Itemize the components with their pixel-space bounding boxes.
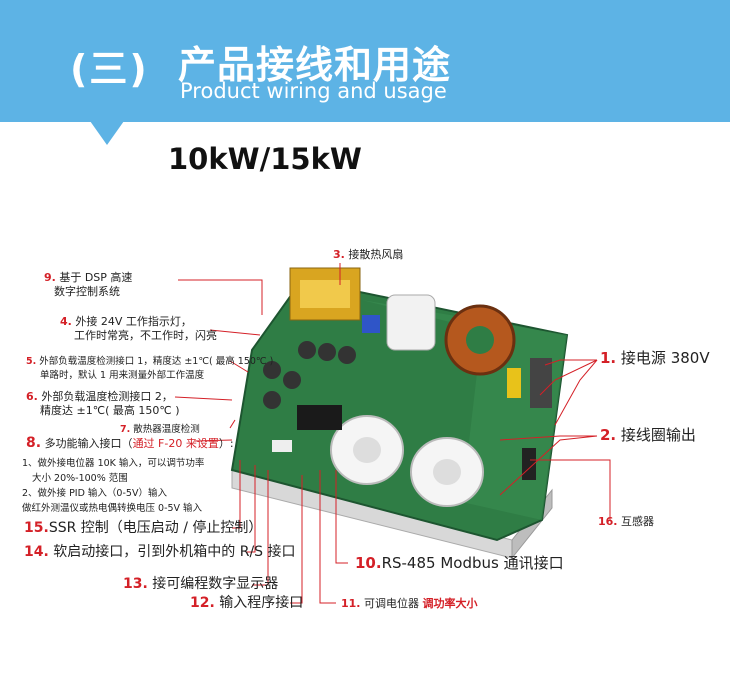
callout-2-number: 2. bbox=[600, 426, 617, 444]
callout-4-number: 4. bbox=[60, 315, 72, 328]
section-number: (三) bbox=[70, 47, 149, 91]
section-banner bbox=[0, 0, 730, 122]
callout-14-number: 14. bbox=[24, 544, 49, 560]
callout-12-number: 12. bbox=[190, 595, 215, 611]
callout-5-line1: 外部负载温度检测接口 1，精度达 ±1℃( 最高 150℃ ) bbox=[39, 356, 274, 367]
callout-8-detail-line: 2、做外接 PID 输入（0-5V）输入 bbox=[22, 488, 167, 499]
callout-13-number: 13. bbox=[123, 576, 148, 592]
callout-14-text: 软启动接口，引到外机箱中的 R/S 接口 bbox=[53, 544, 296, 560]
callout-8-details: 1、做外接电位器 10K 输入，可以调节功率 大小 20%-100% 范围 2、… bbox=[22, 456, 204, 516]
callout-8: 8. 多功能输入接口（通过 F-20 来设置）: bbox=[26, 436, 234, 451]
callout-4-line2: 工作时常亮，不工作时，闪亮 bbox=[74, 329, 217, 342]
callout-8-number: 8. bbox=[26, 435, 42, 451]
callout-9: 9. 基于 DSP 高速 数字控制系统 bbox=[44, 271, 132, 299]
callout-10: 10.RS-485 Modbus 通讯接口 bbox=[355, 554, 564, 572]
callout-11-highlight: 调功率大小 bbox=[422, 597, 478, 610]
callout-7-number: 7. bbox=[120, 424, 131, 435]
callout-3: 3. 接散热风扇 bbox=[333, 248, 403, 262]
callout-16-number: 16. bbox=[598, 515, 618, 528]
callout-3-text: 接散热风扇 bbox=[348, 248, 404, 261]
circuit-board-image bbox=[212, 240, 592, 574]
callout-16: 16. 互感器 bbox=[598, 515, 654, 529]
callout-1-text: 接电源 bbox=[620, 349, 666, 367]
callout-8-detail-line: 做红外测温仪或热电偶转换电压 0-5V 输入 bbox=[22, 503, 203, 514]
callout-1-number: 1. bbox=[600, 349, 617, 367]
callout-5: 5. 外部负载温度检测接口 1，精度达 ±1℃( 最高 150℃ ) 单路时，默… bbox=[26, 355, 273, 383]
callout-9-number: 9. bbox=[44, 271, 56, 284]
banner-pointer bbox=[90, 121, 124, 145]
callout-8-text: 多功能输入接口（ bbox=[44, 437, 133, 450]
section-subtitle: Product wiring and usage bbox=[180, 79, 447, 103]
callout-3-number: 3. bbox=[333, 248, 345, 261]
callout-10-number: 10. bbox=[355, 554, 382, 572]
callout-9-line2: 数字控制系统 bbox=[54, 285, 120, 298]
callout-6-line2: 精度达 ±1℃( 最高 150℃ ) bbox=[40, 404, 180, 417]
callout-2-text: 接线圈输出 bbox=[620, 426, 696, 444]
callout-8-end: ）: bbox=[218, 437, 234, 450]
callout-16-text: 互感器 bbox=[621, 515, 654, 528]
callout-6-line1: 外部负载温度检测接口 2， bbox=[41, 390, 173, 403]
callout-7-text: 散热器温度检测 bbox=[133, 424, 200, 435]
callout-6: 6. 外部负载温度检测接口 2， 精度达 ±1℃( 最高 150℃ ) bbox=[26, 390, 180, 418]
callout-13-text: 接可编程数字显示器 bbox=[152, 576, 279, 592]
section-title: 产品接线和用途 bbox=[178, 43, 452, 87]
callout-4-line1: 外接 24V 工作指示灯， bbox=[75, 315, 192, 328]
callout-10-text: RS-485 Modbus 通讯接口 bbox=[381, 554, 564, 572]
callout-14: 14. 软启动接口，引到外机箱中的 R/S 接口 bbox=[24, 545, 296, 559]
callout-5-line2: 单路时，默认 1 用来测量外部工作温度 bbox=[40, 370, 205, 381]
callout-5-number: 5. bbox=[26, 356, 37, 367]
callout-15-text: SSR 控制（电压启动 / 停止控制） bbox=[48, 520, 263, 536]
callout-6-number: 6. bbox=[26, 390, 38, 403]
callout-15-number: 15. bbox=[24, 520, 49, 536]
callout-4: 4. 外接 24V 工作指示灯， 工作时常亮，不工作时，闪亮 bbox=[60, 315, 217, 343]
callout-15: 15.SSR 控制（电压启动 / 停止控制） bbox=[24, 521, 262, 535]
callout-2: 2. 接线圈输出 bbox=[600, 426, 696, 444]
callout-11: 11. 可调电位器 调功率大小 bbox=[341, 597, 478, 611]
callout-9-line1: 基于 DSP 高速 bbox=[59, 271, 133, 284]
callout-1-extra: 380V bbox=[670, 349, 710, 367]
callout-11-number: 11. bbox=[341, 597, 361, 610]
callout-1: 1. 接电源 380V bbox=[600, 349, 710, 367]
callout-12-text: 输入程序接口 bbox=[219, 595, 304, 611]
callout-12: 12. 输入程序接口 bbox=[190, 596, 303, 610]
callout-11-text: 可调电位器 bbox=[364, 597, 419, 610]
model-title: 10kW/15kW bbox=[168, 142, 362, 176]
callout-13: 13. 接可编程数字显示器 bbox=[123, 577, 278, 591]
callout-8-detail-line: 1、做外接电位器 10K 输入，可以调节功率 bbox=[22, 458, 205, 469]
callout-8-detail-line: 大小 20%-100% 范围 bbox=[32, 473, 128, 484]
callout-7: 7. 散热器温度检测 bbox=[120, 423, 200, 437]
callout-8-highlight: 通过 F-20 来设置 bbox=[132, 437, 219, 450]
